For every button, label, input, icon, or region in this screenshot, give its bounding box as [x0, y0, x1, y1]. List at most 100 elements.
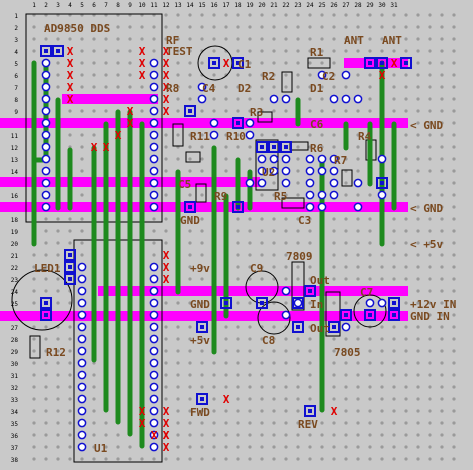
- hole: [308, 133, 312, 137]
- row-number: 6: [14, 73, 18, 80]
- hole: [332, 73, 336, 77]
- hole: [380, 433, 384, 437]
- ring-pad: [209, 118, 219, 128]
- hole: [164, 13, 168, 17]
- pad-center: [404, 61, 408, 65]
- hole: [452, 61, 456, 65]
- hole: [440, 73, 444, 77]
- hole: [392, 361, 396, 365]
- row-number: 27: [11, 325, 19, 332]
- hole: [176, 349, 180, 353]
- row-number: 30: [11, 361, 19, 368]
- hole: [56, 37, 60, 41]
- hole: [32, 373, 36, 377]
- hole: [404, 193, 408, 197]
- column-number: 4: [68, 2, 72, 9]
- hole: [440, 421, 444, 425]
- hole: [80, 37, 84, 41]
- rail-row-17: [0, 202, 408, 212]
- hole: [332, 409, 336, 413]
- hole: [428, 61, 432, 65]
- hole: [332, 61, 336, 65]
- hole: [440, 253, 444, 257]
- gnd-mid-label: < GND: [410, 202, 443, 215]
- hole: [272, 349, 276, 353]
- ring-pad: [41, 70, 51, 80]
- hole: [176, 157, 180, 161]
- hole: [260, 217, 264, 221]
- hole: [200, 265, 204, 269]
- hole: [428, 301, 432, 305]
- cut-mark-x: X: [163, 429, 170, 442]
- hole: [368, 73, 372, 77]
- ring-pad: [257, 154, 267, 164]
- hole: [260, 421, 264, 425]
- hole: [176, 49, 180, 53]
- hole: [188, 361, 192, 365]
- hole: [428, 157, 432, 161]
- hole: [356, 73, 360, 77]
- hole: [392, 277, 396, 281]
- hole: [224, 457, 228, 461]
- hole: [248, 349, 252, 353]
- hole: [116, 25, 120, 29]
- ring-pad: [329, 166, 339, 176]
- hole: [152, 37, 156, 41]
- ring-pad: [149, 394, 159, 404]
- hole: [332, 373, 336, 377]
- hole: [44, 433, 48, 437]
- hole: [224, 421, 228, 425]
- hole: [368, 349, 372, 353]
- hole: [188, 49, 192, 53]
- hole: [284, 265, 288, 269]
- hole: [440, 337, 444, 341]
- hole: [236, 349, 240, 353]
- hole: [32, 433, 36, 437]
- column-number: 18: [234, 2, 242, 9]
- hole: [44, 277, 48, 281]
- ring-pad: [281, 178, 291, 188]
- pad: [292, 321, 304, 333]
- column-number: 17: [222, 2, 230, 9]
- pad-center: [236, 205, 240, 209]
- hole: [404, 49, 408, 53]
- hole: [284, 217, 288, 221]
- hole: [272, 85, 276, 89]
- hole: [140, 457, 144, 461]
- hole: [416, 169, 420, 173]
- hole: [260, 25, 264, 29]
- hole: [296, 409, 300, 413]
- hole: [296, 373, 300, 377]
- hole: [44, 253, 48, 257]
- hole: [440, 133, 444, 137]
- pad-center: [236, 61, 240, 65]
- hole: [272, 325, 276, 329]
- hole: [284, 409, 288, 413]
- hole: [368, 13, 372, 17]
- hole: [392, 49, 396, 53]
- hole: [56, 289, 60, 293]
- r5-body: [281, 197, 305, 209]
- hole: [428, 13, 432, 17]
- hole: [200, 361, 204, 365]
- hole: [308, 277, 312, 281]
- hole: [296, 253, 300, 257]
- pad-center: [68, 253, 72, 257]
- pad: [232, 57, 244, 69]
- hole: [428, 229, 432, 233]
- hole: [68, 457, 72, 461]
- hole: [368, 37, 372, 41]
- pad: [388, 297, 400, 309]
- hole: [32, 349, 36, 353]
- out-lower-label: Out: [310, 322, 330, 335]
- hole: [104, 73, 108, 77]
- hole: [344, 217, 348, 221]
- hole: [308, 301, 312, 305]
- hole: [404, 445, 408, 449]
- hole: [440, 157, 444, 161]
- hole: [236, 385, 240, 389]
- hole: [392, 13, 396, 17]
- ring-pad: [41, 142, 51, 152]
- ring-pad: [41, 94, 51, 104]
